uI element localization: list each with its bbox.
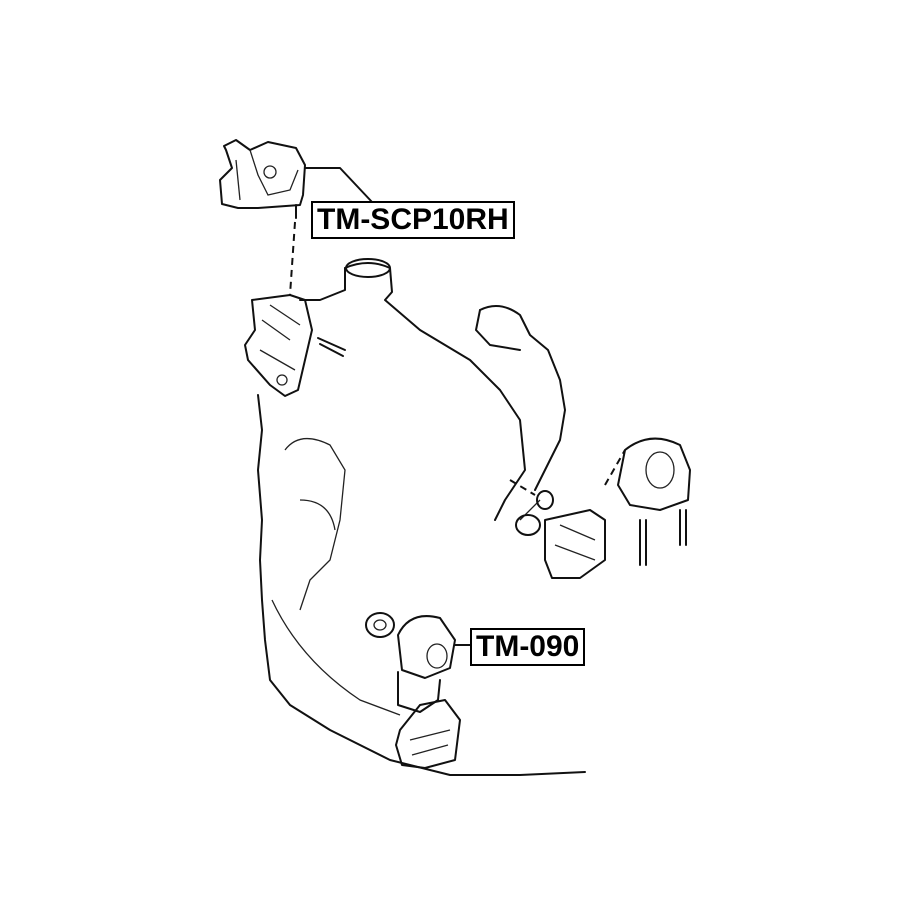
mount-tm-090-drawing: [365, 612, 461, 769]
mount-tm-scp10rh-drawing: [219, 139, 306, 296]
right-mount-drawing: [509, 437, 691, 579]
part-label-tm-090: TM-090: [470, 628, 586, 666]
engine-block: [257, 258, 586, 776]
leader-line-tm-scp10rh: [304, 167, 373, 203]
part-label-tm-scp10rh: TM-SCP10RH: [311, 201, 515, 239]
engine-bracket-drawing: [244, 294, 346, 397]
